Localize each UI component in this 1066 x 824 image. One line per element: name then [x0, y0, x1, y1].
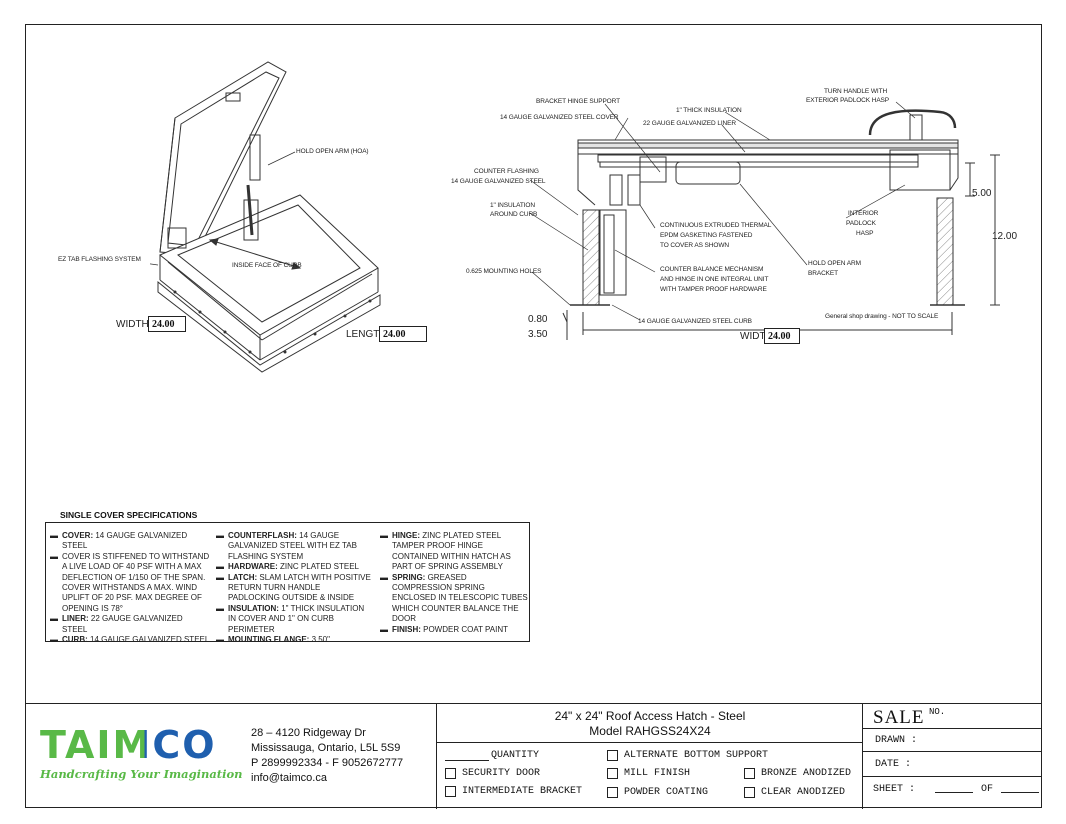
spec-item: ▬INSULATION: 1" THICK INSULATION IN COVE…	[216, 603, 365, 634]
label-general-note: General shop drawing - NOT TO SCALE	[825, 313, 939, 320]
spec-item: ▬COVER IS STIFFENED TO WITHSTAND A LIVE …	[50, 551, 210, 613]
date-field[interactable]: DATE :	[875, 759, 912, 770]
label-extruded-gasket-1: CONTINUOUS EXTRUDED THERMAL	[660, 222, 772, 229]
label-counter-flashing: COUNTER FLASHING	[474, 168, 539, 175]
label-counter-balance-1: COUNTER BALANCE MECHANISM	[660, 266, 764, 273]
spec-item: ▬COUNTERFLASH: 14 GAUGE GALVANIZED STEEL…	[216, 531, 357, 561]
sale-label: SALE	[873, 707, 925, 728]
divider	[863, 751, 1042, 752]
sheet-field[interactable]: SHEET : OF	[873, 784, 1040, 795]
logo-tagline: Handcrafting Your Imagination	[40, 767, 243, 781]
checkbox[interactable]	[744, 768, 755, 779]
label-cover-14ga: 14 GAUGE GALVANIZED STEEL COVER	[500, 114, 619, 121]
label-bracket-hinge-support: BRACKET HINGE SUPPORT	[536, 98, 620, 105]
checkbox[interactable]	[607, 787, 618, 798]
option-mill-finish[interactable]: MILL FINISH	[607, 768, 690, 779]
sheet-number-blank[interactable]	[935, 792, 974, 793]
label-insulation-curb: 1" INSULATION	[490, 202, 535, 209]
product-title: 24" x 24" Roof Access Hatch - Steel Mode…	[437, 709, 863, 739]
sheet-total-blank[interactable]	[1001, 792, 1040, 793]
address-line-1: 28 – 4120 Ridgeway Dr	[251, 727, 366, 739]
email: info@taimco.ca	[251, 772, 327, 784]
sale-info-cell: SALE NO. DRAWN : DATE : SHEET : OF	[862, 704, 1042, 809]
label-extruded-gasket-3: TO COVER AS SHOWN	[660, 242, 729, 249]
product-line-2: Model RAHGSS24X24	[589, 724, 711, 738]
spec-item: ▬HARDWARE: ZINC PLATED STEEL	[216, 562, 359, 572]
dim-3-50: 3.50	[528, 329, 548, 340]
label-counter-balance-2: AND HINGE IN ONE INTEGRAL UNIT	[660, 276, 769, 283]
checkbox[interactable]	[744, 787, 755, 798]
option-security-door[interactable]: SECURITY DOOR	[445, 768, 540, 779]
option-bronze-anodized[interactable]: BRONZE ANODIZED	[744, 768, 851, 779]
spec-item: ▬LINER: 22 GAUGE GALVANIZED STEEL	[50, 614, 183, 634]
taimco-logo: TAIMCO Handcrafting Your Imagination	[40, 726, 243, 786]
divider	[863, 776, 1042, 777]
label-length: LENGTH:	[346, 329, 390, 340]
dim-12-00: 12.00	[992, 231, 1018, 242]
label-mounting-holes: 0.625 MOUNTING HOLES	[466, 268, 542, 275]
company-address: 28 – 4120 Ridgeway Dr Mississauga, Ontar…	[251, 726, 403, 786]
label-hold-open-arm-bracket-2: BRACKET	[808, 270, 839, 277]
divider	[863, 728, 1042, 729]
label-liner-22ga: 22 GAUGE GALVANIZED LINER	[643, 120, 736, 127]
option-intermediate-bracket[interactable]: INTERMEDIATE BRACKET	[445, 786, 582, 797]
specs-column-2: ▬COUNTERFLASH: 14 GAUGE GALVANIZED STEEL…	[216, 531, 374, 645]
spec-item: ▬SPRING: GREASED COMPRESSION SPRING ENCL…	[380, 572, 528, 624]
label-width: WIDTH:	[116, 319, 152, 330]
spec-item: ▬COVER: 14 GAUGE GALVANIZED STEEL	[50, 531, 188, 551]
label-curb-14ga: 14 GAUGE GALVANIZED STEEL CURB	[638, 318, 752, 325]
specs-box: ▬COVER: 14 GAUGE GALVANIZED STEEL ▬COVER…	[45, 522, 530, 645]
specs-title: SINGLE COVER SPECIFICATIONS	[60, 510, 198, 520]
product-options-cell: 24" x 24" Roof Access Hatch - Steel Mode…	[436, 704, 863, 809]
dim-5-00: 5.00	[972, 188, 992, 199]
specs-column-3: ▬HINGE: ZINC PLATED STEEL TAMPER PROOF H…	[380, 531, 528, 635]
divider	[437, 742, 863, 743]
of-label: OF	[981, 784, 994, 795]
label-insulation-curb-2: AROUND CURB	[490, 211, 538, 218]
drawn-field[interactable]: DRAWN :	[875, 735, 918, 746]
sheet-label: SHEET :	[873, 784, 916, 795]
checkbox[interactable]	[607, 768, 618, 779]
title-block: TAIMCO Handcrafting Your Imagination 28 …	[25, 703, 1042, 809]
dim-0-80: 0.80	[528, 314, 548, 325]
width-value-box: 24.00	[148, 316, 186, 332]
label-interior-padlock-3: HASP	[856, 230, 874, 237]
label-interior-padlock-1: INTERIOR	[848, 210, 879, 217]
spec-item: ▬LATCH: SLAM LATCH WITH POSITIVE RETURN …	[216, 572, 371, 603]
specs-column-1: ▬COVER: 14 GAUGE GALVANIZED STEEL ▬COVER…	[50, 531, 210, 645]
label-insulation-1in: 1" THICK INSULATION	[676, 107, 742, 114]
spec-item: ▬MOUNTING FLANGE: 3.50"	[216, 635, 330, 645]
sale-number: SALE NO.	[873, 707, 945, 729]
length-value-box: 24.00	[379, 326, 427, 342]
option-clear-anodized[interactable]: CLEAR ANODIZED	[744, 787, 845, 798]
label-extruded-gasket-2: EPDM GASKETING FASTENED	[660, 232, 753, 239]
label-ez-tab-flashing: EZ TAB FLASHING SYSTEM	[58, 256, 141, 263]
label-counter-flashing-2: 14 GAUGE GALVANIZED STEEL	[451, 178, 546, 185]
isometric-hatch-drawing	[150, 61, 381, 373]
logo-wordmark: TAIMCO	[40, 726, 230, 764]
product-line-1: 24" x 24" Roof Access Hatch - Steel	[554, 709, 746, 723]
checkbox[interactable]	[445, 768, 456, 779]
checkbox[interactable]	[607, 750, 618, 761]
spec-item: ▬HINGE: ZINC PLATED STEEL TAMPER PROOF H…	[380, 531, 511, 572]
spec-item: ▬FINISH: POWDER COAT PAINT	[380, 624, 509, 634]
quantity-field[interactable]: QUANTITY	[445, 750, 539, 761]
spec-item: ▬CURB: 14 GAUGE GALVANIZED STEEL	[50, 635, 210, 645]
label-counter-balance-3: WITH TAMPER PROOF HARDWARE	[660, 286, 767, 293]
label-section-width: WIDTH:	[740, 331, 776, 342]
option-alternate-bottom-support[interactable]: ALTERNATE BOTTOM SUPPORT	[607, 750, 768, 761]
address-line-2: Mississauga, Ontario, L5L 5S9	[251, 742, 401, 754]
phone-fax: P 2899992334 - F 9052672777	[251, 757, 404, 769]
no-label: NO.	[928, 707, 946, 717]
label-interior-padlock-2: PADLOCK	[846, 220, 876, 227]
section-width-value-box: 24.00	[764, 328, 800, 344]
checkbox[interactable]	[445, 786, 456, 797]
option-powder-coating[interactable]: POWDER COATING	[607, 787, 708, 798]
label-hold-open-arm-bracket-1: HOLD OPEN ARM	[808, 260, 861, 267]
label-turn-handle: TURN HANDLE WITH	[824, 88, 888, 95]
drawing-sheet-border	[25, 24, 1042, 808]
label-turn-handle-2: EXTERIOR PADLOCK HASP	[806, 97, 890, 104]
label-hold-open-arm: HOLD OPEN ARM (HOA)	[296, 148, 369, 155]
label-inside-face-of-curb: INSIDE FACE OF CURB	[232, 262, 302, 269]
